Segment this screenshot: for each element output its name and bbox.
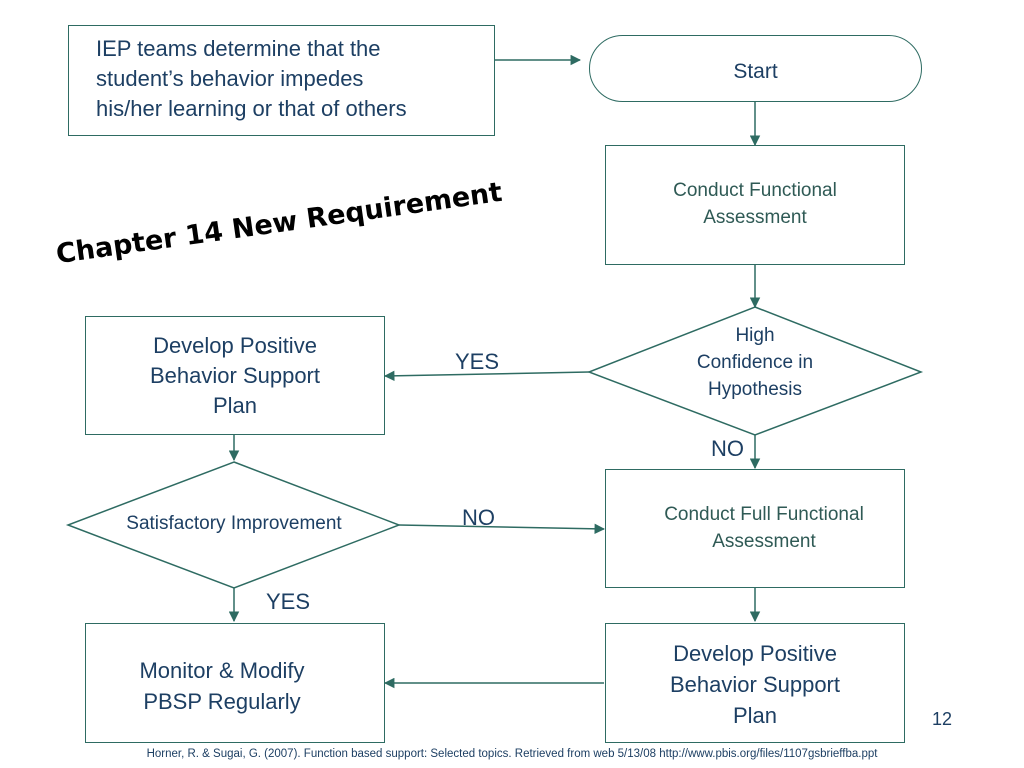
develop-pbsp-left-line-3: Plan [212,393,258,418]
arrow-confidence-yes [383,370,590,382]
monitor-line-2: PBSP Regularly [143,689,301,714]
arrow-satisfactory-no [398,523,606,535]
confidence-yes-label: YES [455,349,500,374]
citation: Horner, R. & Sugai, G. (2007). Function … [146,748,878,760]
satisfactory-yes-label: YES [266,589,311,614]
conduct-full-fa-box [605,469,905,588]
start-label: Start [733,60,778,83]
develop-pbsp-right-line-3: Plan [732,703,778,728]
monitor-line-1: Monitor & Modify [139,658,305,683]
confidence-line-2: Confidence in [696,352,814,373]
iep-box [68,25,495,136]
monitor-box [85,623,385,743]
develop-pbsp-right-box [605,623,905,743]
page-number: 12 [932,709,953,729]
monitor-text: Monitor & Modify PBSP Regularly [72,655,372,717]
confidence-no-label: NO [711,436,744,461]
conduct-fa-line-1: Conduct Functional [673,180,837,201]
confidence-text: High Confidence in Hypothesis [655,322,855,403]
satisfactory-text: Satisfactory Improvement [126,513,342,534]
iep-line-3: his/her learning or that of others [96,96,407,121]
conduct-fa-text: Conduct Functional Assessment [605,177,905,231]
develop-pbsp-left-box [85,316,385,435]
conduct-full-fa-line-2: Assessment [712,531,816,552]
conduct-fa-line-2: Assessment [703,207,807,228]
conduct-fa-box [605,145,905,265]
iep-text: IEP teams determine that the student’s b… [96,34,486,124]
develop-pbsp-left-line-2: Behavior Support [150,363,320,388]
confidence-line-1: High [735,325,775,346]
conduct-full-fa-text: Conduct Full Functional Assessment [605,501,923,555]
satisfactory-no-label: NO [462,505,495,530]
conduct-full-fa-line-1: Conduct Full Functional [664,504,864,525]
iep-line-1: IEP teams determine that the [96,36,381,61]
iep-line-2: student’s behavior impedes [96,66,364,91]
develop-pbsp-right-line-1: Develop Positive [673,641,837,666]
develop-pbsp-left-line-1: Develop Positive [153,333,317,358]
develop-pbsp-left-text: Develop Positive Behavior Support Plan [85,331,385,421]
start-terminal [589,35,922,102]
develop-pbsp-right-line-2: Behavior Support [670,672,840,697]
confidence-line-3: Hypothesis [708,379,802,400]
develop-pbsp-right-text: Develop Positive Behavior Support Plan [605,638,905,731]
